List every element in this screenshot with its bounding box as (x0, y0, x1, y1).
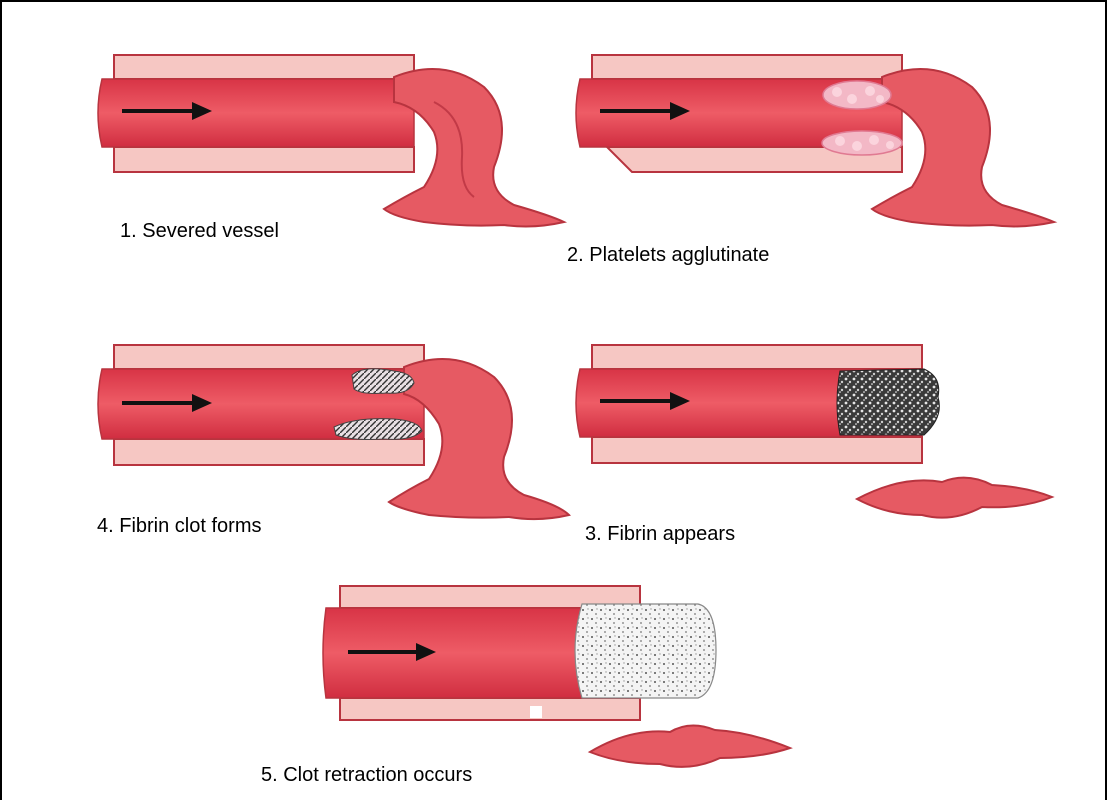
vessel-illustration (572, 47, 1062, 237)
platelet-cluster-bottom (822, 131, 902, 155)
panel-fibrin-appears (572, 337, 1062, 532)
vessel-illustration (94, 47, 574, 237)
panel-fibrin-clot-forms (94, 337, 574, 532)
caption-severed-vessel: 1. Severed vessel (120, 220, 279, 243)
marker-square (530, 706, 542, 718)
vessel-illustration (94, 337, 574, 532)
fibrin-mesh (837, 369, 939, 435)
severed-vessel-end (590, 725, 790, 766)
severed-vessel-end (857, 478, 1052, 518)
caption-clot-retraction: 5. Clot retraction occurs (261, 764, 472, 787)
caption-platelets-agglutinate: 2. Platelets agglutinate (567, 244, 769, 267)
caption-fibrin-appears: 3. Fibrin appears (585, 523, 735, 546)
vessel-illustration (320, 580, 800, 760)
panel-severed-vessel (94, 47, 574, 237)
platelet-cluster-top (823, 81, 891, 109)
caption-fibrin-clot-forms: 4. Fibrin clot forms (97, 515, 261, 538)
panel-platelets-agglutinate (572, 47, 1062, 237)
panel-clot-retraction (320, 580, 800, 760)
retracted-clot (575, 604, 716, 698)
vessel-illustration (572, 337, 1062, 532)
